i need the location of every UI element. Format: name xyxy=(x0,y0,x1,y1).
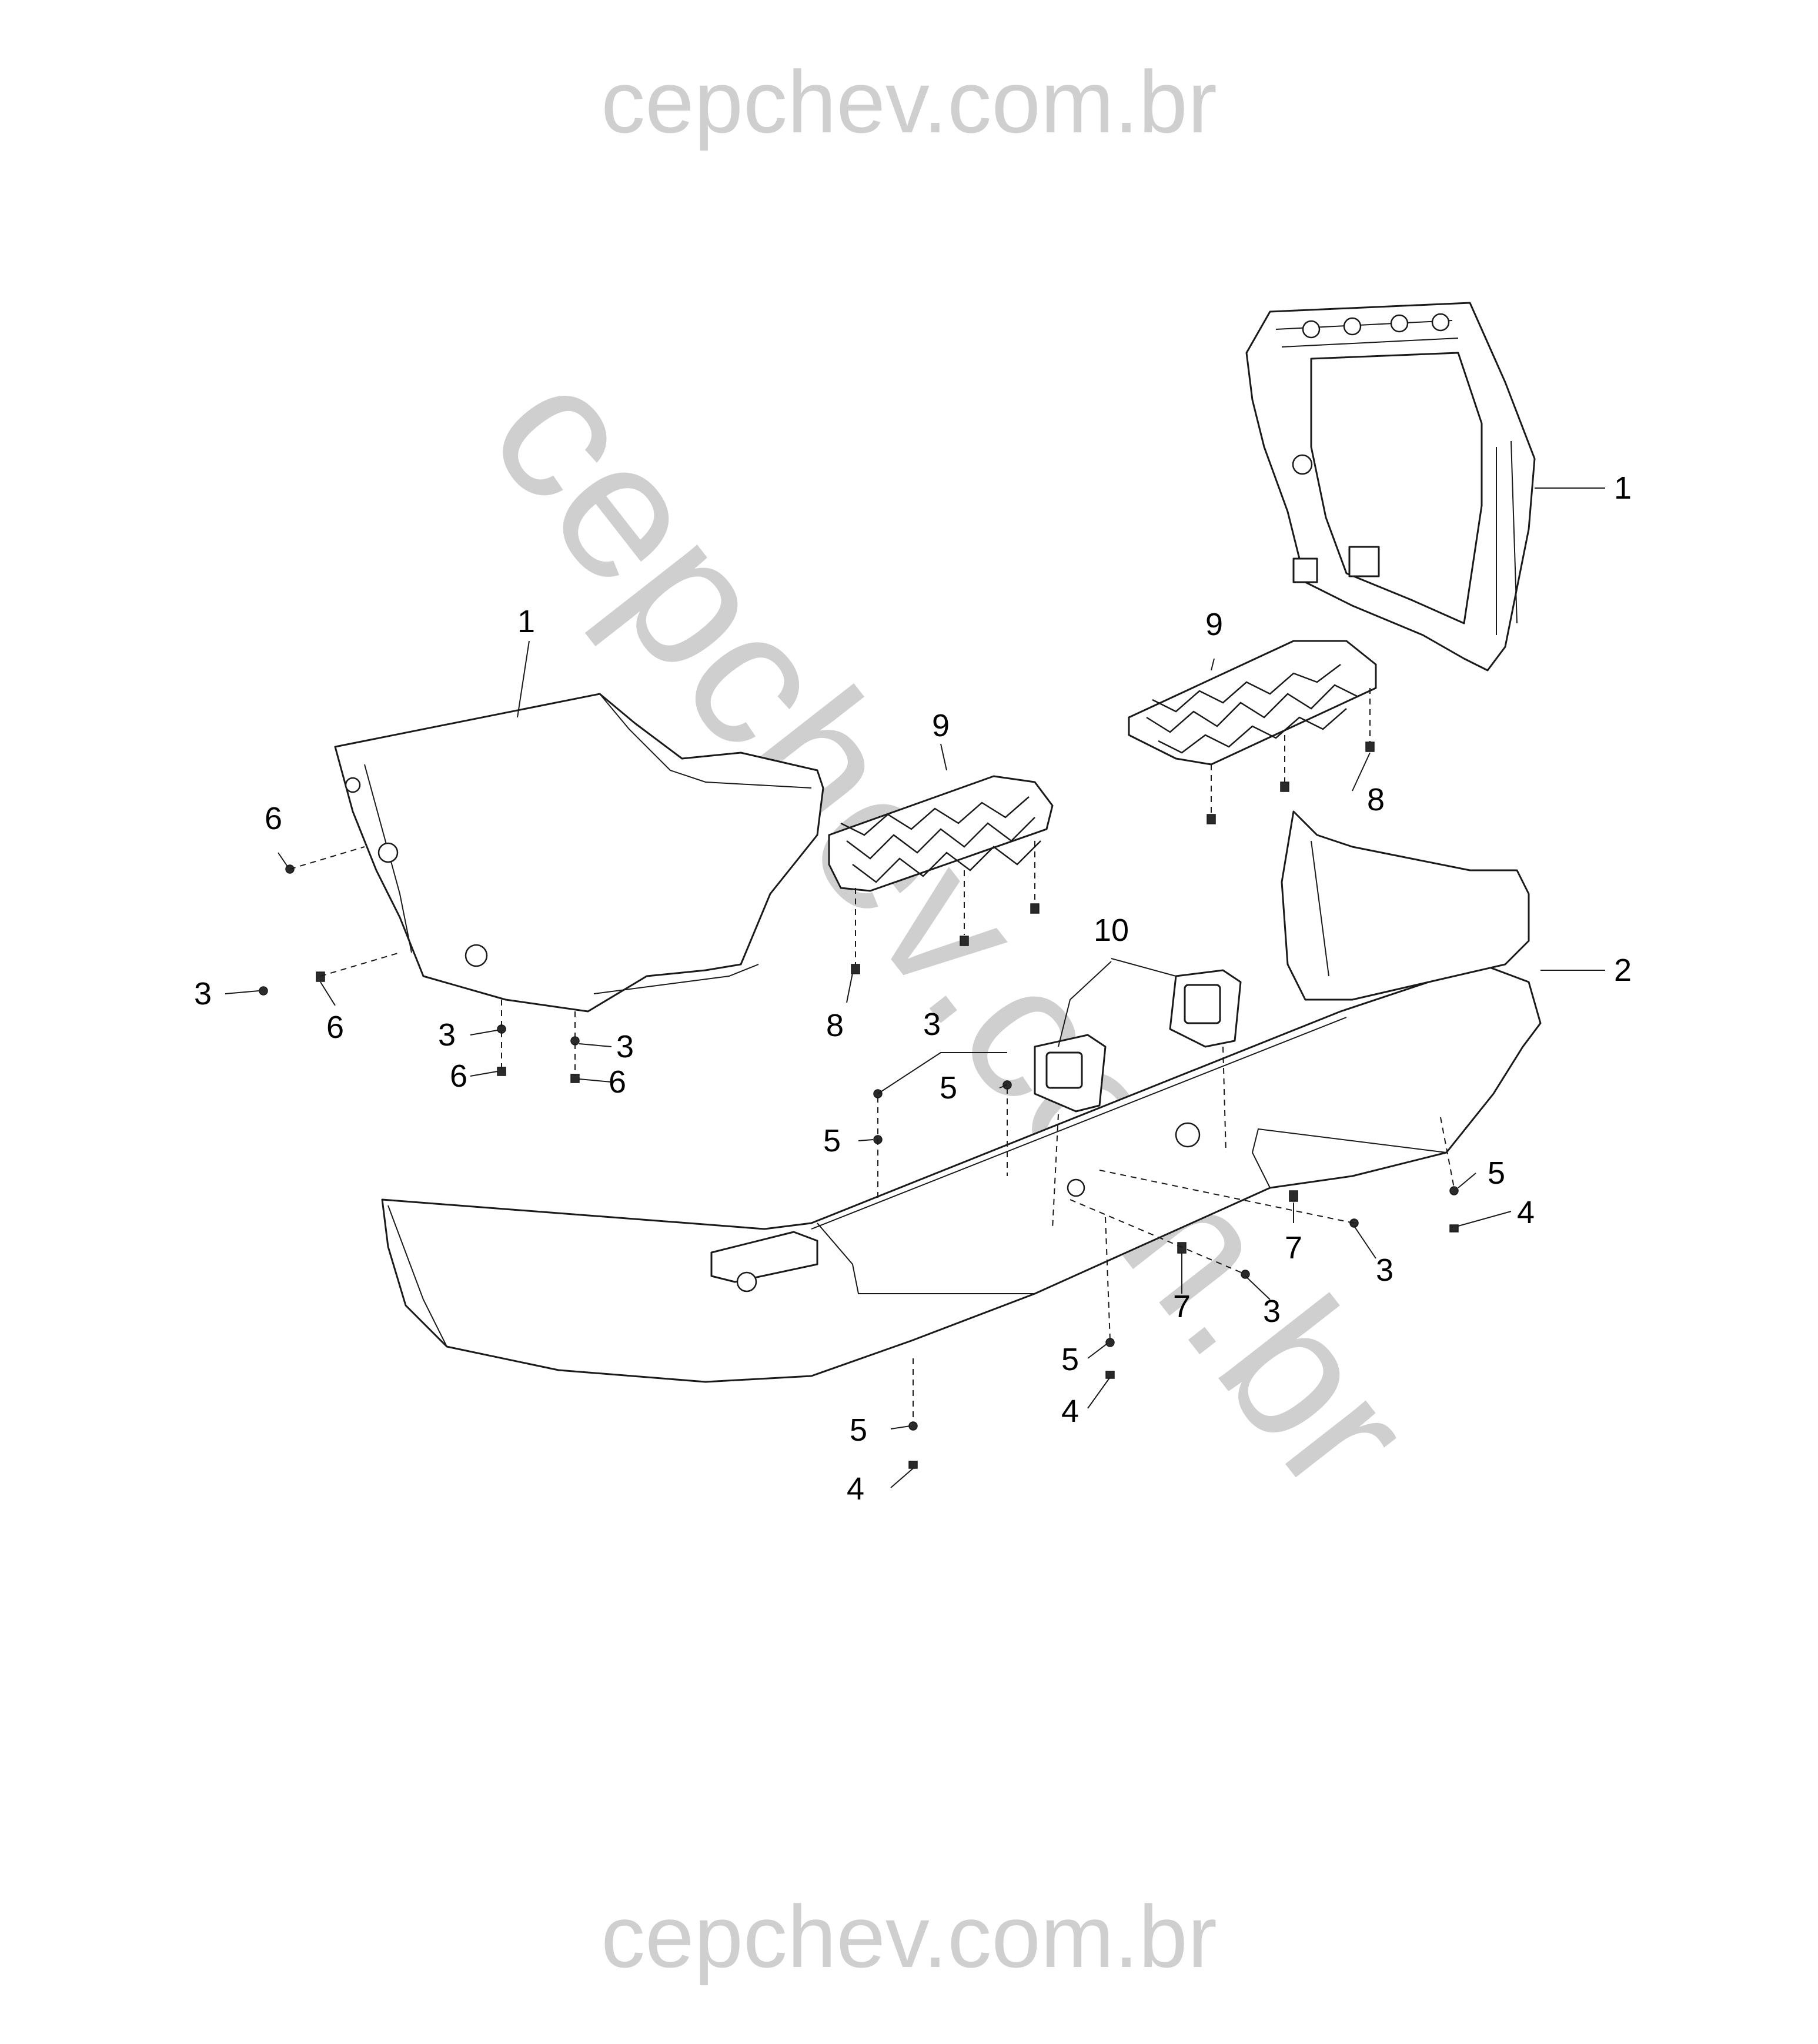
callout-1-right: 1 xyxy=(1614,470,1632,506)
bumper-end-cap-left xyxy=(334,693,824,1013)
callout-6-cap-b: 6 xyxy=(609,1064,626,1100)
callout-3-right-a: 3 xyxy=(1376,1253,1393,1288)
callout-7-center: 7 xyxy=(1173,1289,1191,1324)
assembly-lines xyxy=(289,688,1455,1423)
step-pad-right xyxy=(1128,640,1377,766)
callout-8-left: 8 xyxy=(826,1008,844,1043)
fasteners xyxy=(259,742,1459,1469)
callout-3-center: 3 xyxy=(923,1007,941,1042)
callout-4-right: 4 xyxy=(1517,1195,1535,1230)
callout-8-right: 8 xyxy=(1367,782,1385,817)
callout-4-bottom: 4 xyxy=(847,1471,864,1507)
watermark-top: cepchev.com.br xyxy=(601,52,1217,151)
callout-10: 10 xyxy=(1094,913,1129,948)
tow-hitch-bezels xyxy=(1034,969,1242,1113)
callout-1-left: 1 xyxy=(517,604,535,639)
callout-6-top-left: 6 xyxy=(265,801,282,836)
leader-lines xyxy=(225,487,1605,1488)
callout-4-center: 4 xyxy=(1061,1394,1079,1429)
callout-5-center: 5 xyxy=(1061,1342,1079,1377)
callout-5-bottom: 5 xyxy=(850,1412,867,1448)
rear-bumper-fascia xyxy=(381,810,1542,1383)
callout-6-left: 6 xyxy=(326,1010,344,1045)
callout-2: 2 xyxy=(1614,953,1632,988)
callout-9-right: 9 xyxy=(1205,607,1223,642)
callout-3-left-cap-a: 3 xyxy=(438,1017,456,1053)
callout-5-left: 5 xyxy=(823,1123,841,1158)
callout-5-upper: 5 xyxy=(940,1070,957,1106)
callout-6-cap-a: 6 xyxy=(450,1058,467,1094)
step-pad-left xyxy=(828,775,1054,892)
callout-7-right: 7 xyxy=(1285,1230,1302,1265)
callout-3-left-cap-b: 3 xyxy=(616,1029,634,1064)
bumper-bracket-right xyxy=(1245,302,1536,672)
callout-9-left: 9 xyxy=(932,708,950,743)
callout-3-far-left: 3 xyxy=(194,976,212,1011)
watermark-bottom: cepchev.com.br xyxy=(601,1887,1217,1986)
callout-labels: 1 1 2 3 3 3 3 3 3 4 4 4 5 5 5 5 5 6 6 6 … xyxy=(194,470,1632,1507)
callout-5-right: 5 xyxy=(1488,1155,1505,1191)
callout-3-right-b: 3 xyxy=(1263,1294,1281,1329)
